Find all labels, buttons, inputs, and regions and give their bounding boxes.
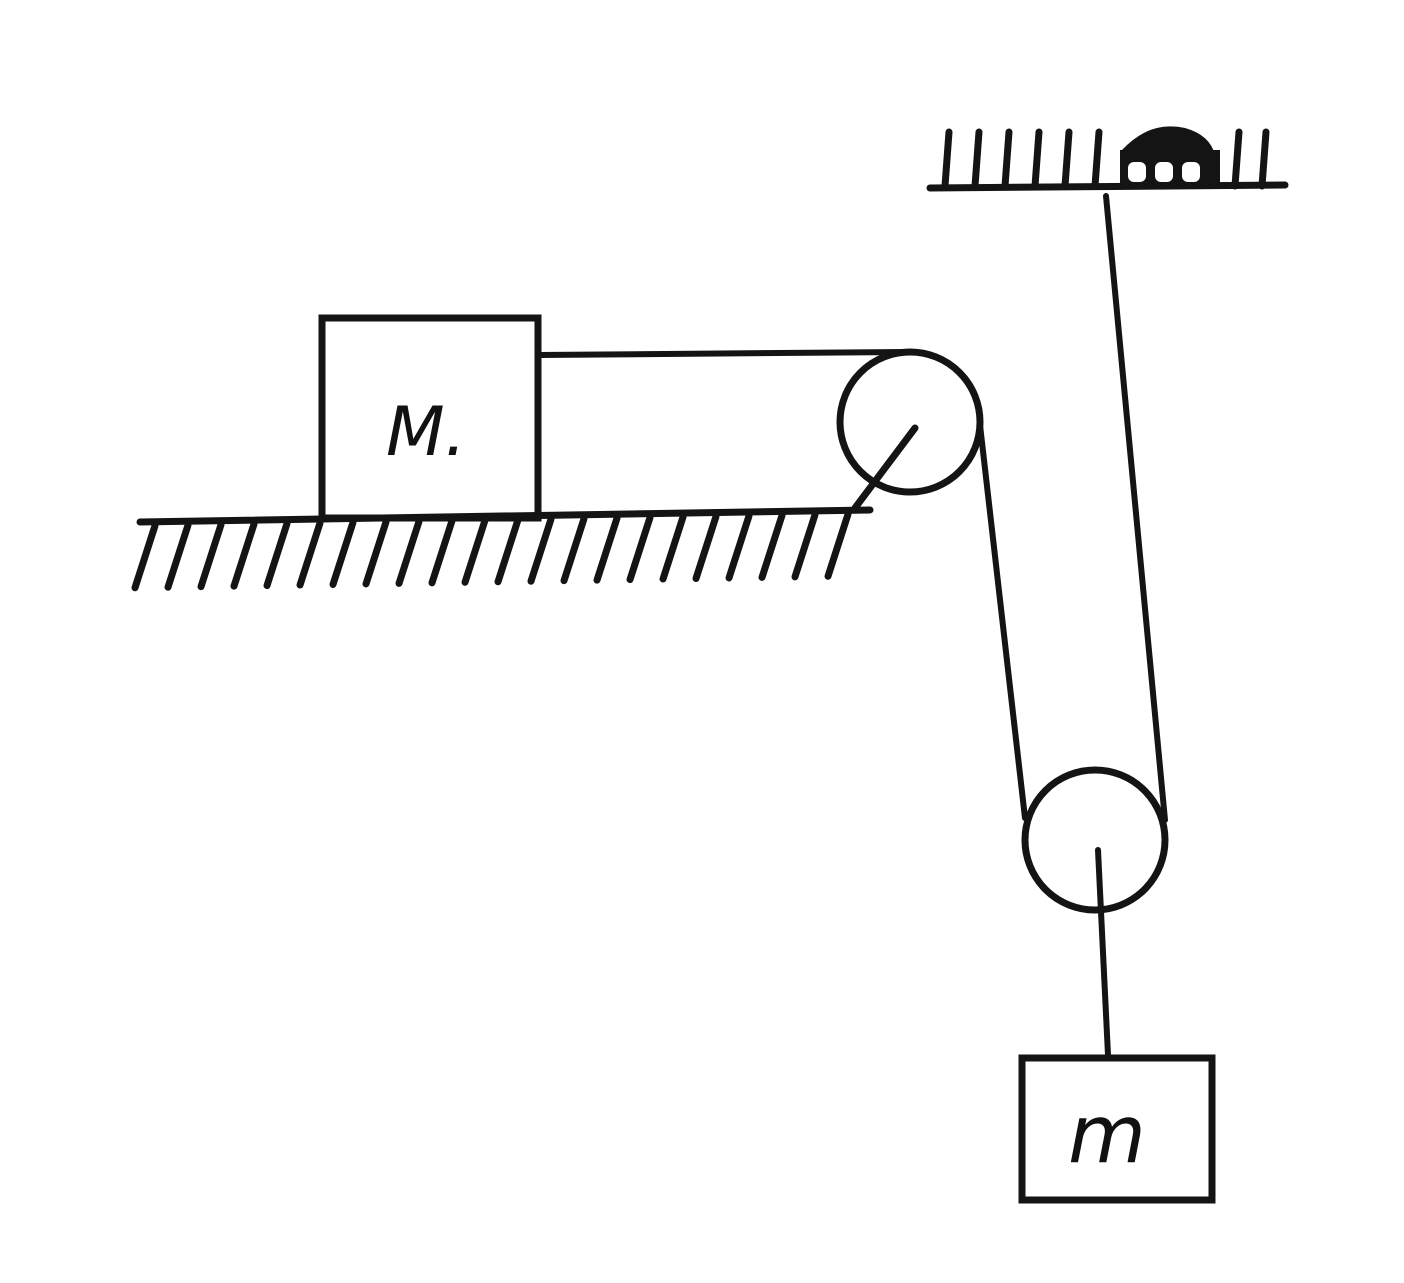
floor-hatch-mark	[230, 520, 258, 590]
ceiling-support	[926, 126, 1289, 192]
string-to-small-block	[1095, 847, 1111, 1058]
floor-hatch-mark	[197, 521, 225, 591]
floor-hatch-mark	[329, 518, 357, 588]
ceiling-hatch-mark	[1061, 128, 1073, 190]
ceiling-line	[926, 181, 1289, 192]
floor-hatch-mark	[725, 512, 753, 582]
block-small: m	[1018, 1054, 1216, 1204]
string-right-vertical	[1103, 193, 1168, 823]
floor-hatch-mark	[428, 517, 456, 587]
block-large-label: M.	[386, 393, 466, 472]
floor-hatch-mark	[527, 515, 555, 585]
block-large: M.	[318, 314, 542, 522]
floor-hatch-mark	[758, 511, 786, 581]
floor-hatch-mark	[791, 511, 819, 581]
ceiling-hatch-mark	[1031, 128, 1043, 190]
ceiling-hatch-mark	[1091, 128, 1103, 190]
movable-pulley	[1021, 766, 1169, 914]
floor-surface	[131, 506, 874, 592]
floor-hatch-mark	[560, 515, 588, 585]
block-large-body	[318, 314, 542, 522]
ceiling-hatch-mark	[1001, 128, 1013, 190]
floor-hatch-mark	[494, 516, 522, 586]
string	[535, 193, 1168, 1058]
movable-pulley-wheel	[1021, 766, 1169, 914]
fixed-pulley-bracket	[851, 424, 919, 512]
floor-hatch-mark	[593, 514, 621, 584]
floor-hatch-mark	[692, 512, 720, 582]
floor-hatch-mark	[395, 517, 423, 587]
ceiling-hatch-mark	[1231, 128, 1243, 190]
ceiling-hatch-mark	[971, 128, 983, 190]
block-small-body	[1018, 1054, 1216, 1204]
floor-hatch-mark	[626, 514, 654, 584]
floor-hatch-mark	[263, 520, 291, 590]
string-left-vertical	[977, 422, 1028, 821]
floor-hatch-mark	[362, 518, 390, 588]
fixed-pulley	[836, 348, 984, 512]
floor-hatch-mark	[131, 522, 159, 592]
floor-hatching	[131, 510, 852, 592]
ceiling-hatch-mark	[941, 128, 953, 190]
fixed-pulley-wheel	[836, 348, 984, 496]
floor-hatch-mark	[824, 510, 852, 580]
block-small-label: m	[1068, 1088, 1146, 1181]
ceiling-hatch-mark	[1258, 128, 1270, 190]
string-horizontal	[535, 349, 908, 358]
ceiling-clamp	[1120, 126, 1220, 184]
floor-hatch-mark	[659, 513, 687, 583]
ceiling-hatching	[941, 128, 1270, 190]
floor-hatch-mark	[164, 521, 192, 591]
floor-hatch-mark	[296, 519, 324, 589]
floor-hatch-mark	[461, 516, 489, 586]
